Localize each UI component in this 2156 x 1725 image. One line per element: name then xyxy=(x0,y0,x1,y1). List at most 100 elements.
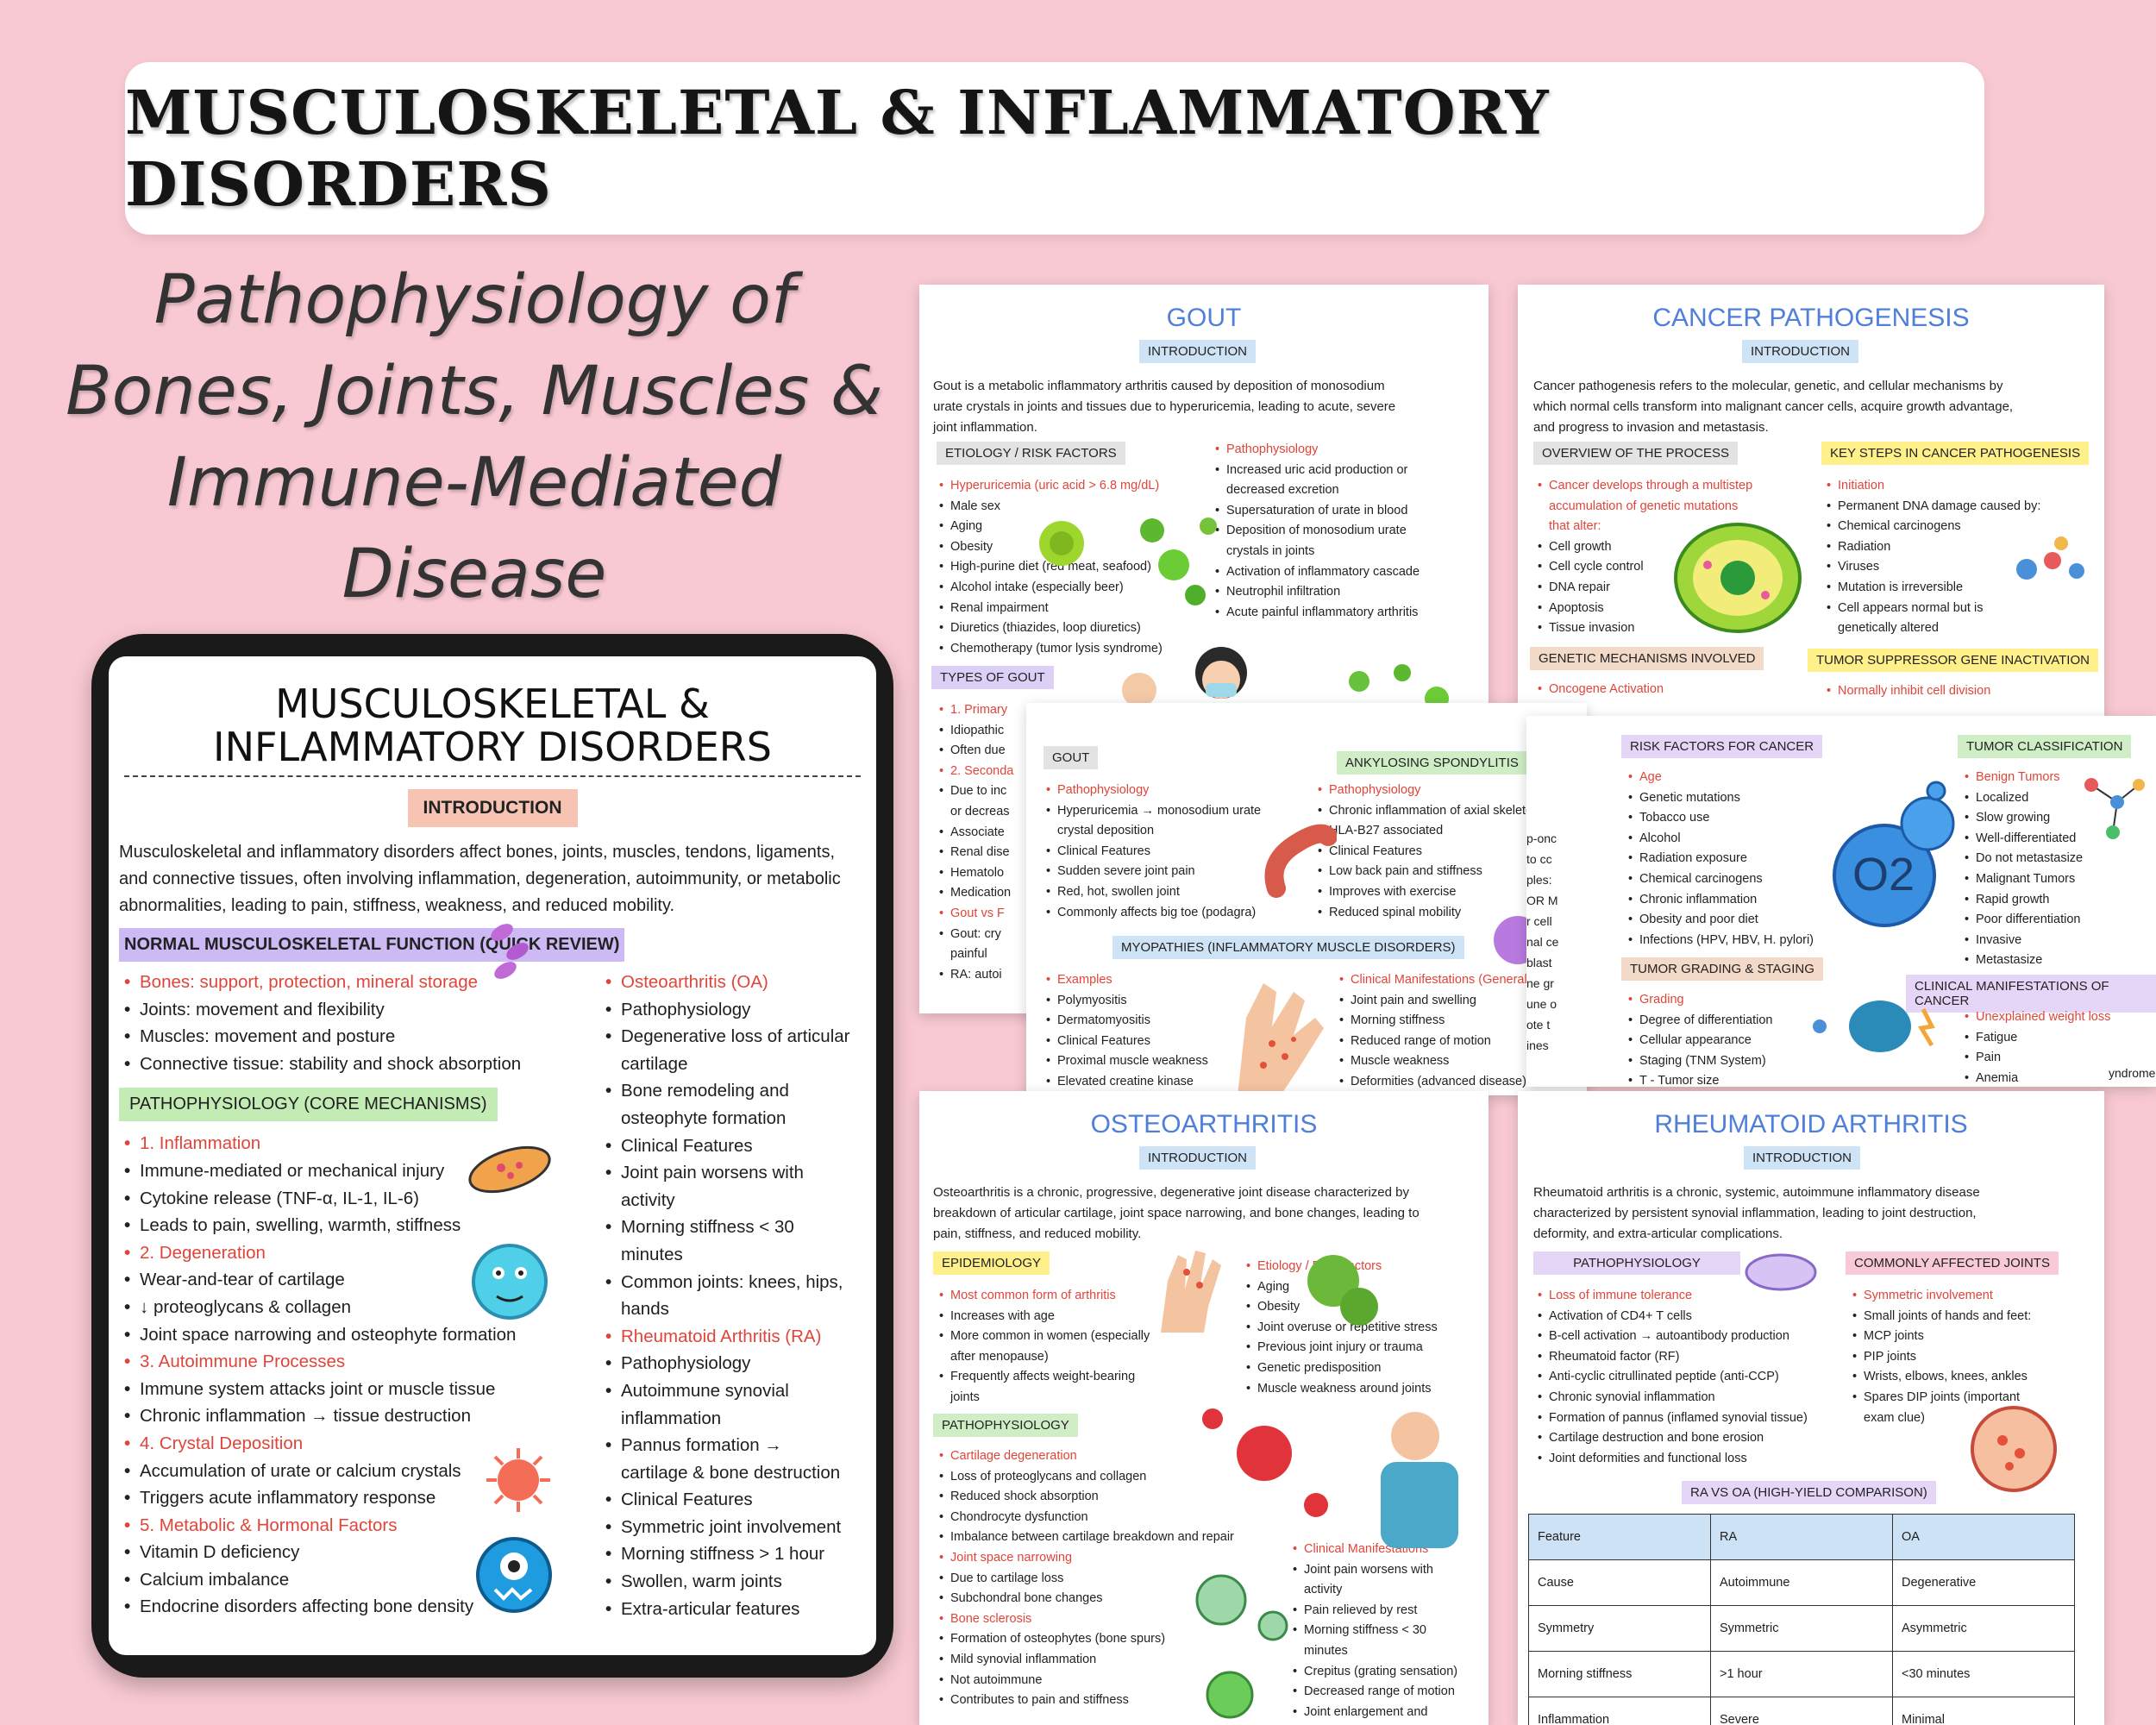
list-item: Often due xyxy=(937,741,1013,762)
list-item: Cell appears normal but is xyxy=(1824,599,2040,619)
cancer-risk-list: AgeGenetic mutationsTobacco useAlcoholRa… xyxy=(1626,768,1814,950)
list-item: Osteoarthritis (OA) xyxy=(600,969,873,996)
tablet-right-column: Osteoarthritis (OA)PathophysiologyDegene… xyxy=(600,969,873,1622)
tablet-screen: MUSCULOSKELETAL & INFLAMMATORY DISORDERS… xyxy=(109,656,876,1655)
table-cell: Morning stiffness xyxy=(1528,1651,1711,1697)
list-item: Red, hot, swollen joint xyxy=(1044,882,1261,903)
list-item: Reduced range of motion xyxy=(1337,1032,1532,1052)
list-item: Neutrophil infiltration xyxy=(1213,582,1420,603)
gout-types-label: TYPES OF GOUT xyxy=(931,666,1054,689)
table-cell: Autoimmune xyxy=(1710,1559,1893,1606)
cancer-clin-list: Unexplained weight lossFatiguePainAnemia xyxy=(1962,1007,2110,1087)
tumor-grading-label: TUMOR GRADING & STAGING xyxy=(1621,957,1823,981)
oa-etio-list: Etiology / Risk FactorsAgingObesityJoint… xyxy=(1244,1257,1438,1399)
list-item: Cytokine release (TNF-α, IL-1, IL-6) xyxy=(119,1185,567,1213)
red-virus-and-man-illustration xyxy=(1202,1408,1458,1548)
subtitle-line: Bones, Joints, Muscles & xyxy=(66,353,883,430)
myopathies-list: ExamplesPolymyositisDermatomyositisClini… xyxy=(1044,970,1208,1093)
list-item: Metastasize xyxy=(1962,950,2083,971)
list-item: Fatigue xyxy=(1962,1028,2110,1049)
table-cell: Severe xyxy=(1710,1697,1893,1725)
gout-intro-text: Gout is a metabolic inflammatory arthrit… xyxy=(933,376,1395,438)
list-item: Deformities (advanced disease) xyxy=(1337,1072,1532,1093)
list-item: or decreas xyxy=(950,804,1010,819)
list-item: Immune system attacks joint or muscle ti… xyxy=(119,1376,567,1403)
list-item: Pain xyxy=(1962,1048,2110,1069)
list-item: Wear-and-tear of cartilage xyxy=(119,1266,567,1294)
list-item: Activation of inflammatory cascade xyxy=(1213,562,1420,583)
list-item: Pathophysiology xyxy=(600,1350,873,1377)
list-item: activity xyxy=(1304,1583,1343,1597)
list-item: minutes xyxy=(621,1244,683,1264)
list-item: Frequently affects weight-bearing xyxy=(937,1367,1150,1388)
monster-virus-illustration xyxy=(476,1537,552,1613)
list-item: Muscles: movement and posture xyxy=(119,1023,567,1051)
list-item: after menopause) xyxy=(950,1349,1049,1364)
list-item: Chronic inflammation of axial skeleton xyxy=(1315,801,1539,822)
list-item: joints xyxy=(950,1389,980,1404)
list-item: Oncogene Activation xyxy=(1535,680,1664,700)
o2-label: O2 xyxy=(1852,849,1915,900)
tumor-grading-list: GradingDegree of differentiationCellular… xyxy=(1626,990,1773,1087)
table-cell: Symmetry xyxy=(1528,1605,1711,1652)
tablet-title-line: MUSCULOSKELETAL & xyxy=(275,681,710,727)
oa-patho-label: PATHOPHYSIOLOGY xyxy=(933,1414,1078,1437)
list-item: osteophyte formation xyxy=(621,1107,787,1128)
list-item: Malignant Tumors xyxy=(1962,869,2083,890)
cancer-intro-text: Cancer pathogenesis refers to the molecu… xyxy=(1533,376,2013,438)
gout-intro-line: Gout is a metabolic inflammatory arthrit… xyxy=(933,379,1385,393)
tablet-title-line: INFLAMMATORY DISORDERS xyxy=(213,724,772,770)
gout-types-list: 1. PrimaryIdiopathicOften due2. SecondaD… xyxy=(937,700,1013,985)
list-item: that alter: xyxy=(1549,519,1601,534)
list-item: Joint space narrowing xyxy=(937,1548,1234,1569)
ra-intro-label: INTRODUCTION xyxy=(1744,1146,1860,1170)
list-item: crystals in joints xyxy=(1226,543,1315,558)
list-item: 1. Inflammation xyxy=(119,1130,567,1157)
list-item: Rapid growth xyxy=(1962,890,2083,911)
gout-intro-label: INTRODUCTION xyxy=(1139,340,1256,363)
list-item: Cell cycle control xyxy=(1535,557,1752,578)
cancer-clin-label: CLINICAL MANIFESTATIONS OF CANCER xyxy=(1906,975,2156,1013)
list-item: Well-differentiated xyxy=(1962,829,2083,850)
hands-illustration xyxy=(1161,1251,1378,1333)
list-item: Joint space narrowing and osteophyte for… xyxy=(119,1321,567,1349)
list-item: PIP joints xyxy=(1850,1347,2031,1368)
cancer-intro-line: Cancer pathogenesis refers to the molecu… xyxy=(1533,379,2003,393)
list-item: Rheumatoid Arthritis (RA) xyxy=(600,1323,873,1351)
pathophysiology-label: PATHOPHYSIOLOGY (CORE MECHANISMS) xyxy=(119,1088,498,1122)
text-fragment: p-onc xyxy=(1526,831,1557,845)
list-item: 3. Autoimmune Processes xyxy=(119,1348,567,1376)
list-item: Reduced shock absorption xyxy=(937,1487,1234,1508)
list-item: Poor differentiation xyxy=(1962,910,2083,931)
list-item: Alcohol intake (especially beer) xyxy=(937,578,1163,599)
ra-intro-line: deformity, and extra-articular complicat… xyxy=(1533,1226,1783,1241)
list-item: Common joints: knees, hips, xyxy=(600,1269,873,1296)
list-item: Do not metastasize xyxy=(1962,849,2083,869)
table-cell: Cause xyxy=(1528,1559,1711,1606)
list-item: Accumulation of urate or calcium crystal… xyxy=(119,1458,567,1485)
text-fragment: une o xyxy=(1526,997,1557,1011)
ra-cmp-label: RA VS OA (HIGH-YIELD COMPARISON) xyxy=(1682,1481,1936,1504)
list-item: minutes xyxy=(1304,1643,1348,1658)
pathophysiology-list: 1. InflammationImmune-mediated or mechan… xyxy=(119,1130,567,1621)
list-item: Clinical Features xyxy=(600,1486,873,1514)
ra-joints-list: Symmetric involvementSmall joints of han… xyxy=(1850,1286,2031,1428)
list-item: Examples xyxy=(1044,970,1208,991)
list-item: Staging (TNM System) xyxy=(1626,1051,1773,1072)
list-item: Joint overuse or repetitive stress xyxy=(1244,1318,1438,1339)
list-item: RA: autoi xyxy=(937,965,1013,986)
table-cell: OA xyxy=(1892,1514,2075,1560)
list-item: Chemotherapy (tumor lysis syndrome) xyxy=(937,639,1163,660)
list-item: Pathophysiology xyxy=(1044,781,1261,801)
list-item: Genetic predisposition xyxy=(1244,1358,1438,1379)
cancer-sheet: CANCER PATHOGENESIS INTRODUCTION Cancer … xyxy=(1518,285,2104,716)
cancer-genetic-list: Oncogene Activation xyxy=(1535,680,1664,700)
ra-patho-label: PATHOPHYSIOLOGY xyxy=(1533,1251,1740,1275)
list-item: Joint pain worsens with xyxy=(1290,1560,1457,1581)
gout-title: GOUT xyxy=(1166,304,1242,332)
list-item: Clinical Features xyxy=(1044,1032,1208,1052)
list-item: 1. Primary xyxy=(937,700,1013,721)
list-item: Connective tissue: stability and shock a… xyxy=(119,1051,567,1078)
